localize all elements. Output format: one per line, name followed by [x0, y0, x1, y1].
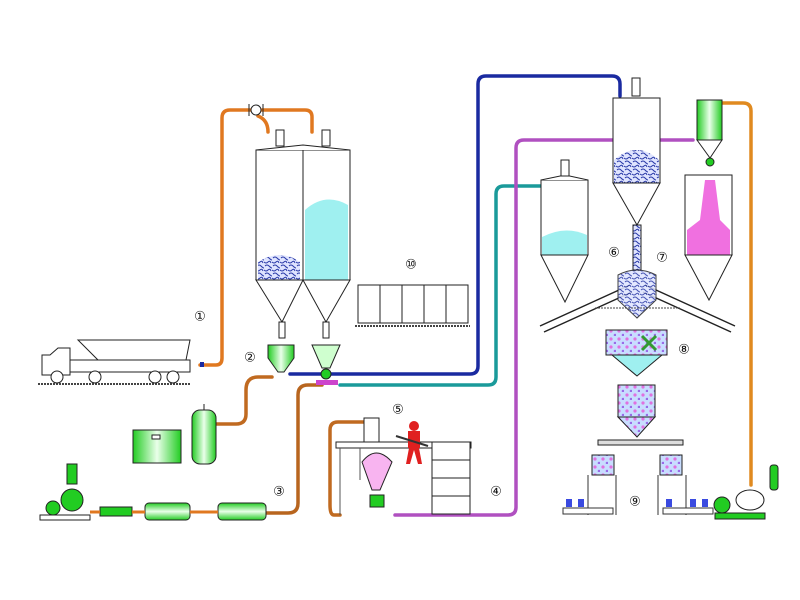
label-7: ⑦: [656, 251, 668, 266]
label-1: ①: [194, 310, 206, 325]
pipe-orange-truck-to-silos: [198, 108, 314, 367]
pipe-orange-valve-drop: [256, 114, 270, 134]
roots-blower-and-tanks: [39, 463, 267, 521]
label-3: ③: [273, 485, 285, 500]
pipe-orange-return: [720, 101, 753, 487]
label-6: ⑥: [608, 246, 620, 261]
vacuum-pump: [713, 464, 779, 520]
bulk-tanker-truck: [38, 339, 204, 385]
central-silo: [612, 77, 661, 271]
label-9: ⑨: [629, 495, 641, 510]
diverter-valve: [248, 104, 264, 116]
pipe-blue: [288, 74, 622, 376]
label-2: ②: [244, 351, 256, 366]
pipe-teal: [338, 184, 543, 387]
operator-figure: [395, 421, 429, 464]
storage-silos: [255, 129, 351, 339]
mixer-and-screw-conveyors: [539, 269, 736, 333]
manual-feeding-station: [335, 417, 472, 515]
pipe-purple: [393, 138, 695, 517]
label-10: ⑩: [405, 258, 417, 273]
label-5: ⑤: [392, 403, 404, 418]
label-8: ⑧: [678, 343, 690, 358]
pipes: [198, 74, 753, 517]
pipe-brown-separator-line: [328, 420, 367, 517]
feeders: [267, 344, 341, 385]
pink-silo: [684, 99, 733, 302]
pipe-brown-blower: [264, 383, 324, 515]
step-labels: ① ② ③ ④ ⑤ ⑥ ⑦ ⑧ ⑨ ⑩: [194, 246, 690, 510]
label-4: ④: [490, 485, 502, 500]
silo-6: [540, 159, 589, 304]
control-cabinets: [355, 284, 470, 327]
air-compressor: [132, 404, 217, 465]
pipe-brown-compressor: [214, 375, 274, 426]
sieve-8: [597, 329, 684, 446]
packing-machines: [562, 454, 714, 515]
